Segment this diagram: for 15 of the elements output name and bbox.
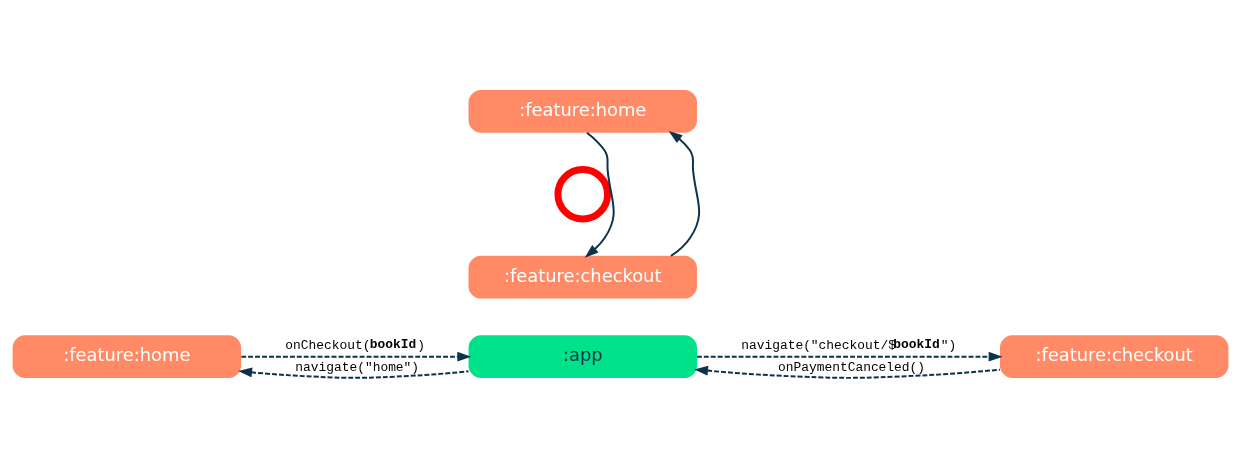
node-box: :feature:checkout <box>468 255 697 299</box>
edge-label: onCheckout(bookId) <box>285 336 426 353</box>
edge-label: navigate("home") <box>295 359 420 375</box>
node-box: :app <box>468 334 697 378</box>
arrow <box>694 365 1001 379</box>
edge-label: onPaymentCanceled() <box>777 359 926 375</box>
arrow <box>584 131 615 258</box>
node-box: :feature:home <box>468 89 697 133</box>
node-box: :feature:home <box>12 334 242 378</box>
arrow <box>668 130 701 257</box>
arrow <box>696 351 1003 362</box>
node-circle <box>554 165 612 223</box>
arrow <box>238 367 470 379</box>
arrow <box>240 351 472 362</box>
node-box: :feature:checkout <box>999 334 1229 378</box>
